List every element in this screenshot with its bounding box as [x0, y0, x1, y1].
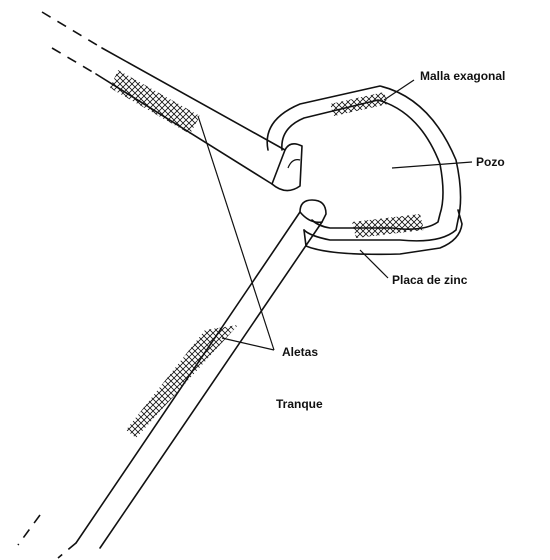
lower-wing-curl — [299, 199, 327, 224]
pozo-inner-band — [281, 99, 444, 230]
pozo-mesh-bottom — [352, 214, 424, 238]
pozo-mesh-top — [330, 92, 388, 116]
leader-placa — [359, 249, 389, 279]
leader-aletas-lower — [221, 337, 275, 351]
zinc-plate-band — [303, 209, 463, 256]
upper-wing-curl — [271, 142, 303, 192]
lower-wing — [17, 199, 327, 559]
lower-wing-edge-extension — [17, 514, 41, 546]
label-pozo: Pozo — [476, 155, 505, 169]
upper-wing — [41, 11, 303, 192]
label-aletas: Aletas — [282, 345, 318, 359]
pozo-enclosure — [266, 85, 463, 256]
upper-wing-mesh — [110, 70, 200, 134]
leader-aletas-upper — [197, 115, 275, 351]
upper-wing-curl-inner — [287, 159, 301, 169]
lower-wing-edge-extension — [57, 542, 77, 559]
label-malla-exagonal: Malla exagonal — [420, 69, 505, 83]
leader-lines — [197, 79, 473, 351]
leader-malla — [383, 79, 415, 101]
lower-wing-mesh — [126, 325, 238, 438]
upper-wing-edge-extension — [51, 47, 97, 75]
pozo-outer-band — [266, 85, 462, 242]
upper-wing-top-edge — [101, 47, 286, 151]
label-placa-de-zinc: Placa de zinc — [392, 273, 468, 287]
upper-wing-edge-extension — [41, 11, 103, 49]
leader-pozo — [391, 161, 473, 169]
lower-wing-right-edge — [99, 221, 323, 549]
label-tranque: Tranque — [276, 397, 323, 411]
